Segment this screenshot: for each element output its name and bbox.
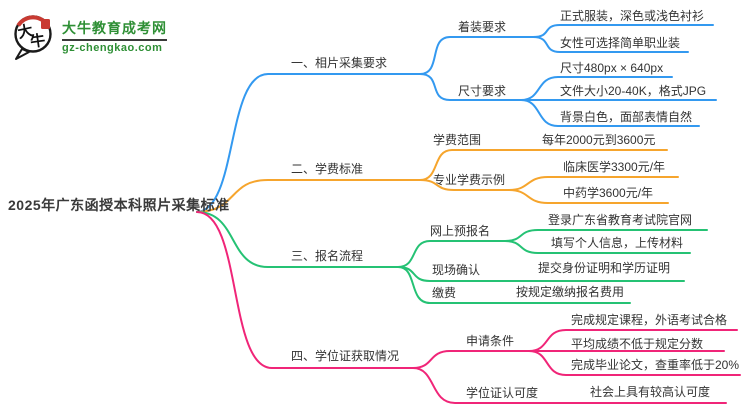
- branch-registration-lines: [196, 211, 708, 304]
- branch-photo-requirements-lines: [196, 24, 717, 213]
- icon-char-2: 牛: [29, 31, 46, 51]
- leaf-complete-courses-foreign-lang: 完成规定课程，外语考试合格: [571, 313, 728, 327]
- leaf-size-480x640: 尺寸480px × 640px: [560, 61, 664, 75]
- branch-registration-process: 三、报名流程: [291, 249, 364, 263]
- node-size-requirements: 尺寸要求: [458, 84, 507, 98]
- leaf-pay-registration-fee: 按规定缴纳报名费用: [516, 285, 625, 299]
- node-degree-recognition: 学位证认可度: [466, 386, 539, 400]
- b2-main-line: [196, 179, 421, 213]
- b2-example-line: [419, 179, 510, 191]
- node-major-tuition-examples: 专业学费示例: [433, 173, 506, 187]
- b2-range-line: [419, 149, 668, 181]
- site-logo: 大 牛 大牛教育成考网 gz-chengkao.com: [10, 11, 167, 61]
- red-seal: [41, 19, 50, 29]
- b3-pay-line: [397, 266, 631, 304]
- b1-dress-leaf2: [532, 36, 689, 53]
- b3-online-leaf2: [504, 240, 691, 254]
- b2-example-leaf2: [508, 189, 669, 204]
- site-url: gz-chengkao.com: [62, 42, 163, 54]
- node-payment: 缴费: [432, 286, 457, 300]
- root-node: 2025年广东函授本科照片采集标准: [8, 197, 230, 213]
- b1-size-leaf3: [520, 99, 700, 127]
- ox-speech-bubble-icon: 大 牛: [14, 15, 52, 60]
- b1-main-line: [196, 73, 421, 213]
- leaf-background-expression: 背景白色，面部表情自然: [560, 110, 693, 124]
- leaf-formal-clothing: 正式服装，深色或浅色衬衫: [560, 9, 705, 23]
- b4-recognition-line: [412, 367, 727, 404]
- node-tuition-range: 学费范围: [433, 133, 482, 147]
- logo-divider: [62, 39, 167, 41]
- b1-dress-line: [419, 36, 534, 75]
- node-onsite-confirmation: 现场确认: [432, 263, 481, 277]
- branch-tuition-lines: [196, 149, 679, 213]
- branch-tuition-standard: 二、学费标准: [291, 162, 364, 176]
- leaf-female-business-wear: 女性可选择简单职业装: [560, 36, 681, 50]
- branch-degree-certificate: 四、学位证获取情况: [291, 349, 400, 363]
- leaf-fill-info-upload: 填写个人信息，上传材料: [551, 236, 684, 250]
- leaf-tuition-2000-3600: 每年2000元到3600元: [542, 133, 656, 147]
- b1-size-line: [419, 73, 522, 101]
- b4-apply-leaf3: [528, 350, 741, 376]
- leaf-tcm-pharmacy: 中药学3600元/年: [563, 186, 654, 200]
- node-dress-code: 着装要求: [458, 20, 507, 34]
- icon-char-1: 大: [16, 21, 34, 42]
- b4-apply-line: [412, 350, 530, 369]
- node-online-pre-registration: 网上预报名: [430, 224, 491, 238]
- leaf-login-gdeea: 登录广东省教育考试院官网: [548, 213, 693, 227]
- b3-online-line: [397, 240, 506, 268]
- node-application-conditions: 申请条件: [466, 334, 515, 348]
- leaf-social-recognition: 社会上具有较高认可度: [590, 385, 711, 399]
- site-name: 大牛教育成考网: [62, 20, 167, 36]
- leaf-submit-id-education-proof: 提交身份证明和学历证明: [538, 261, 671, 275]
- leaf-thesis-plagiarism: 完成毕业论文，查重率低于20%: [571, 358, 740, 372]
- leaf-average-score: 平均成绩不低于规定分数: [571, 337, 704, 351]
- branch-photo-requirements: 一、相片采集要求: [291, 56, 388, 70]
- leaf-clinical-medicine: 临床医学3300元/年: [563, 160, 666, 174]
- b3-main-line: [196, 211, 399, 268]
- b4-main-line: [196, 211, 414, 369]
- leaf-file-size-format: 文件大小20-40K，格式JPG: [560, 84, 707, 98]
- branch-degree-lines: [196, 211, 741, 404]
